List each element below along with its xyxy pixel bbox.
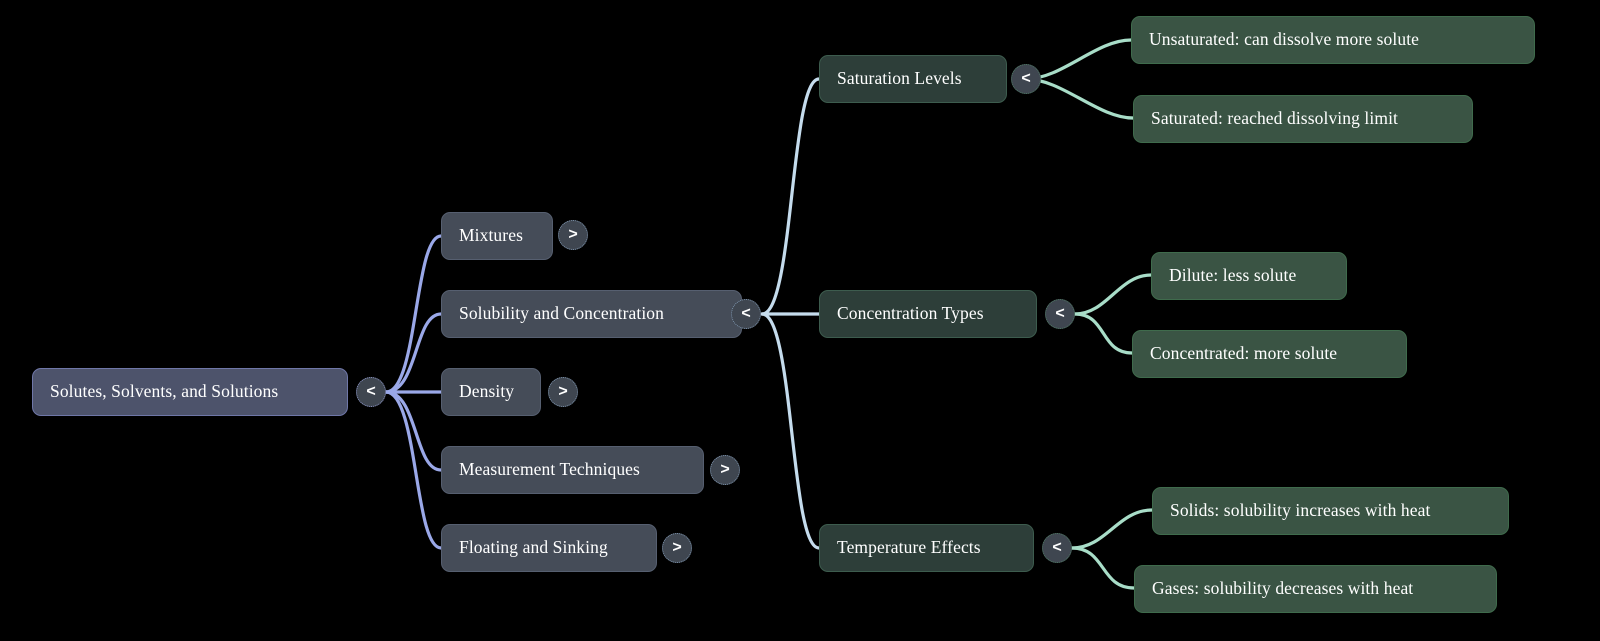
node-temperature-effects[interactable]: Temperature Effects xyxy=(819,524,1034,572)
node-density-label: Density xyxy=(459,381,515,402)
node-dilute-label: Dilute: less solute xyxy=(1169,265,1297,286)
edge-concentration-concentrated xyxy=(1073,312,1134,355)
node-solids-label: Solids: solubility increases with heat xyxy=(1170,500,1431,521)
edge-concentration-dilute xyxy=(1073,273,1153,316)
node-solids[interactable]: Solids: solubility increases with heat xyxy=(1152,487,1509,535)
node-solubility-and-concentration-label: Solubility and Concentration xyxy=(459,303,664,324)
node-root[interactable]: Solutes, Solvents, and Solutions xyxy=(32,368,348,416)
toggle-mixtures[interactable]: > xyxy=(558,220,588,250)
node-dilute[interactable]: Dilute: less solute xyxy=(1151,252,1347,300)
toggle-saturation-levels[interactable]: < xyxy=(1011,64,1041,94)
node-saturation-levels-label: Saturation Levels xyxy=(837,68,962,89)
toggle-density[interactable]: > xyxy=(548,377,578,407)
node-concentration-types-label: Concentration Types xyxy=(837,303,984,324)
edge-root-solubility xyxy=(384,312,443,394)
node-gases-label: Gases: solubility decreases with heat xyxy=(1152,578,1414,599)
edge-saturation-unsaturated xyxy=(1024,38,1133,81)
edge-saturation-saturated xyxy=(1024,77,1135,120)
node-root-label: Solutes, Solvents, and Solutions xyxy=(50,381,279,402)
node-saturation-levels[interactable]: Saturation Levels xyxy=(819,55,1007,103)
node-concentration-types[interactable]: Concentration Types xyxy=(819,290,1037,338)
toggle-concentration-types[interactable]: < xyxy=(1045,299,1075,329)
node-measurement-techniques[interactable]: Measurement Techniques xyxy=(441,446,704,494)
toggle-temperature-effects[interactable]: < xyxy=(1042,533,1072,563)
toggle-floating-and-sinking[interactable]: > xyxy=(662,533,692,563)
toggle-solubility-and-concentration[interactable]: < xyxy=(731,299,761,329)
node-gases[interactable]: Gases: solubility decreases with heat xyxy=(1134,565,1497,613)
node-solubility-and-concentration[interactable]: Solubility and Concentration xyxy=(441,290,742,338)
node-saturated-label: Saturated: reached dissolving limit xyxy=(1151,108,1398,129)
edge-root-mixtures xyxy=(384,234,443,394)
toggle-measurement-techniques[interactable]: > xyxy=(710,455,740,485)
node-floating-and-sinking-label: Floating and Sinking xyxy=(459,537,608,558)
node-saturated[interactable]: Saturated: reached dissolving limit xyxy=(1133,95,1473,143)
edge-root-measurement xyxy=(384,390,443,472)
node-mixtures[interactable]: Mixtures xyxy=(441,212,553,260)
edge-temperature-gases xyxy=(1070,546,1136,590)
toggle-root[interactable]: < xyxy=(356,377,386,407)
node-measurement-techniques-label: Measurement Techniques xyxy=(459,459,640,480)
node-density[interactable]: Density xyxy=(441,368,541,416)
node-unsaturated[interactable]: Unsaturated: can dissolve more solute xyxy=(1131,16,1535,64)
node-concentrated-label: Concentrated: more solute xyxy=(1150,343,1338,364)
edge-root-floating xyxy=(384,390,443,550)
edges-solubility-to-level2 xyxy=(760,77,821,550)
edge-temperature-solids xyxy=(1070,508,1154,550)
node-mixtures-label: Mixtures xyxy=(459,225,523,246)
edge-solubility-saturation xyxy=(760,77,821,316)
node-unsaturated-label: Unsaturated: can dissolve more solute xyxy=(1149,29,1420,50)
node-concentrated[interactable]: Concentrated: more solute xyxy=(1132,330,1407,378)
node-floating-and-sinking[interactable]: Floating and Sinking xyxy=(441,524,657,572)
node-temperature-effects-label: Temperature Effects xyxy=(837,537,981,558)
edge-solubility-temperature xyxy=(760,312,821,550)
edges-root-to-level1 xyxy=(384,234,443,550)
